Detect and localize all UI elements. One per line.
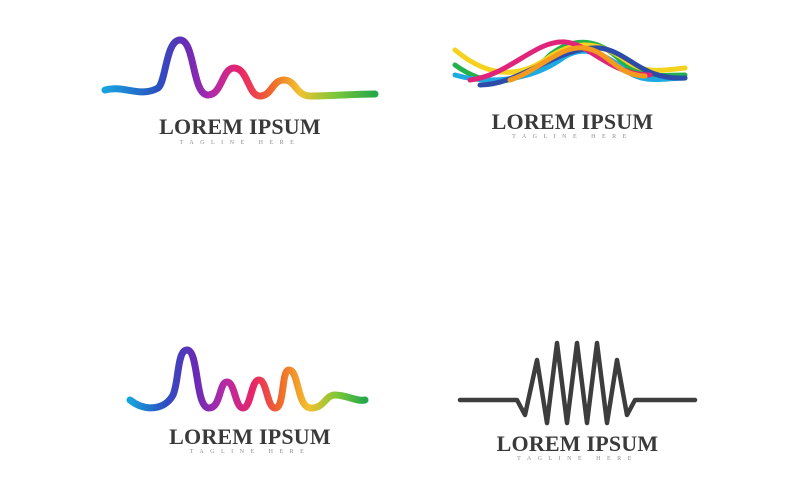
logo-2: LOREM IPSUM TAGLINE HERE — [450, 30, 695, 150]
brand-name: LOREM IPSUM — [159, 114, 321, 139]
brand-name: LOREM IPSUM — [496, 431, 659, 456]
tagline: TAGLINE HERE — [517, 456, 638, 462]
brand-name: LOREM IPSUM — [491, 109, 654, 134]
logo-3: LOREM IPSUM TAGLINE HERE — [125, 340, 375, 465]
pulse-wave-icon — [457, 340, 698, 426]
logo-1: LOREM IPSUM TAGLINE HERE — [100, 30, 380, 150]
rainbow-wave-icon — [101, 36, 379, 100]
brand-name: LOREM IPSUM — [169, 424, 331, 449]
tagline: TAGLINE HERE — [179, 140, 301, 146]
interlaced-waves-icon — [452, 39, 688, 88]
tagline: TAGLINE HERE — [512, 134, 633, 140]
rainbow-wave-icon — [126, 346, 369, 412]
tagline: TAGLINE HERE — [189, 449, 311, 455]
logo-4: LOREM IPSUM TAGLINE HERE — [455, 335, 700, 465]
